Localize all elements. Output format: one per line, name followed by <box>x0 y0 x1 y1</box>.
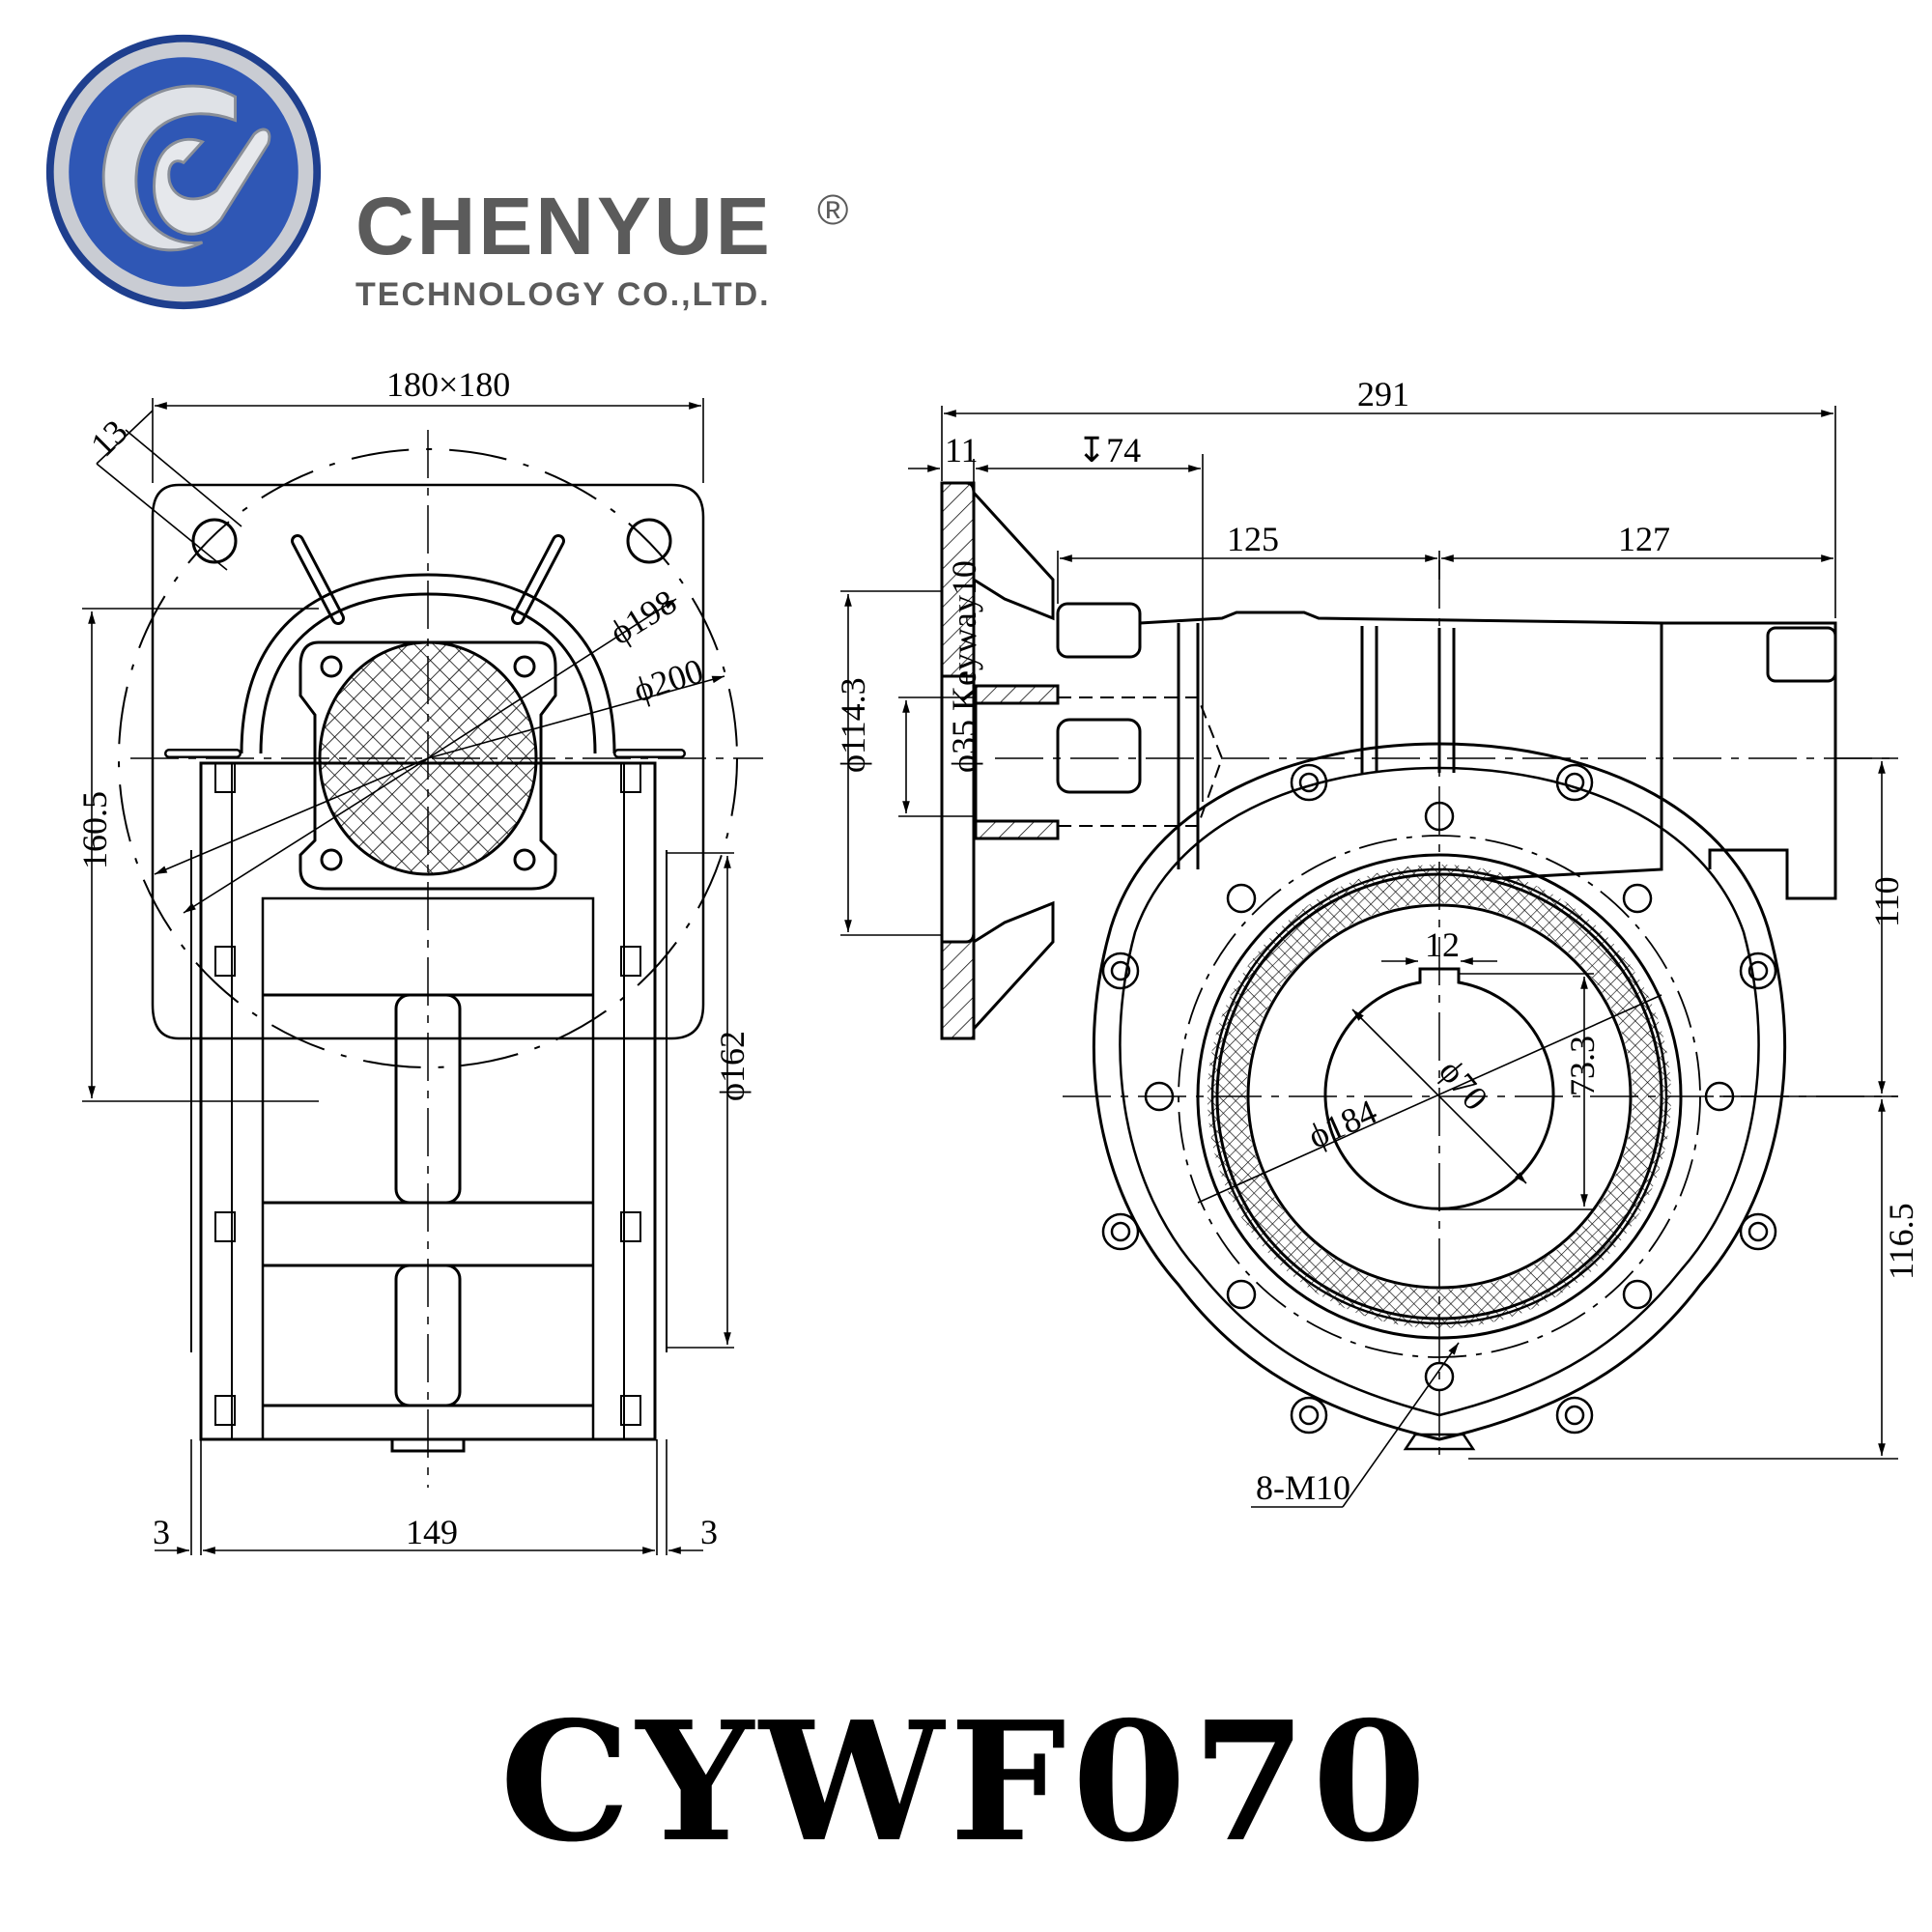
dim-input-bore: ϕ35 Keyway10 <box>945 560 983 773</box>
dim-pcd-184: ϕ184 <box>1302 1092 1382 1155</box>
side-view-dimensions <box>840 406 1898 1508</box>
dim-keyway-12: 12 <box>1425 925 1460 964</box>
dim-flange-size: 180×180 <box>386 365 510 404</box>
dim-flange-thickness: 11 <box>945 431 979 469</box>
dim-bolt-holes: 8-M10 <box>1256 1468 1350 1507</box>
dim-offset-right: 3 <box>700 1513 718 1551</box>
dim-overall-length: 291 <box>1357 375 1409 413</box>
dim-offset-left: 3 <box>153 1513 170 1551</box>
model-title: CYWF070 <box>499 1686 1433 1879</box>
dim-height-160-5: 160.5 <box>75 791 114 869</box>
dim-len-125: 125 <box>1227 520 1279 558</box>
side-view-labels: 291 11 ↧74 125 127 ϕ114.3 ϕ35 Keyway10 1… <box>834 375 1920 1507</box>
dim-dia-198: ϕ198 <box>603 582 683 653</box>
brand-subtitle: TECHNOLOGY CO.,LTD. <box>355 276 771 313</box>
dim-key-height: 73.3 <box>1563 1036 1602 1096</box>
dim-dia-114-3: ϕ114.3 <box>834 677 872 773</box>
dim-height-110: 110 <box>1867 876 1906 927</box>
side-view <box>940 481 1898 1459</box>
dim-dia-200: ϕ200 <box>629 651 708 710</box>
front-view <box>118 430 763 1488</box>
registered-mark: ® <box>817 186 849 234</box>
dim-len-127: 127 <box>1618 520 1670 558</box>
front-view-dimensions <box>82 398 734 1555</box>
dim-bore-70: ϕ70 <box>1432 1052 1495 1118</box>
dim-width-149: 149 <box>406 1513 458 1551</box>
brand-name: CHENYUE <box>355 181 773 271</box>
cy-logo-icon <box>45 34 322 310</box>
dim-dia-162: ϕ162 <box>713 1031 752 1101</box>
dim-hole-dia: 13 <box>83 412 135 465</box>
dim-height-116-5: 116.5 <box>1882 1203 1920 1280</box>
dim-depth-74: ↧74 <box>1077 431 1141 469</box>
